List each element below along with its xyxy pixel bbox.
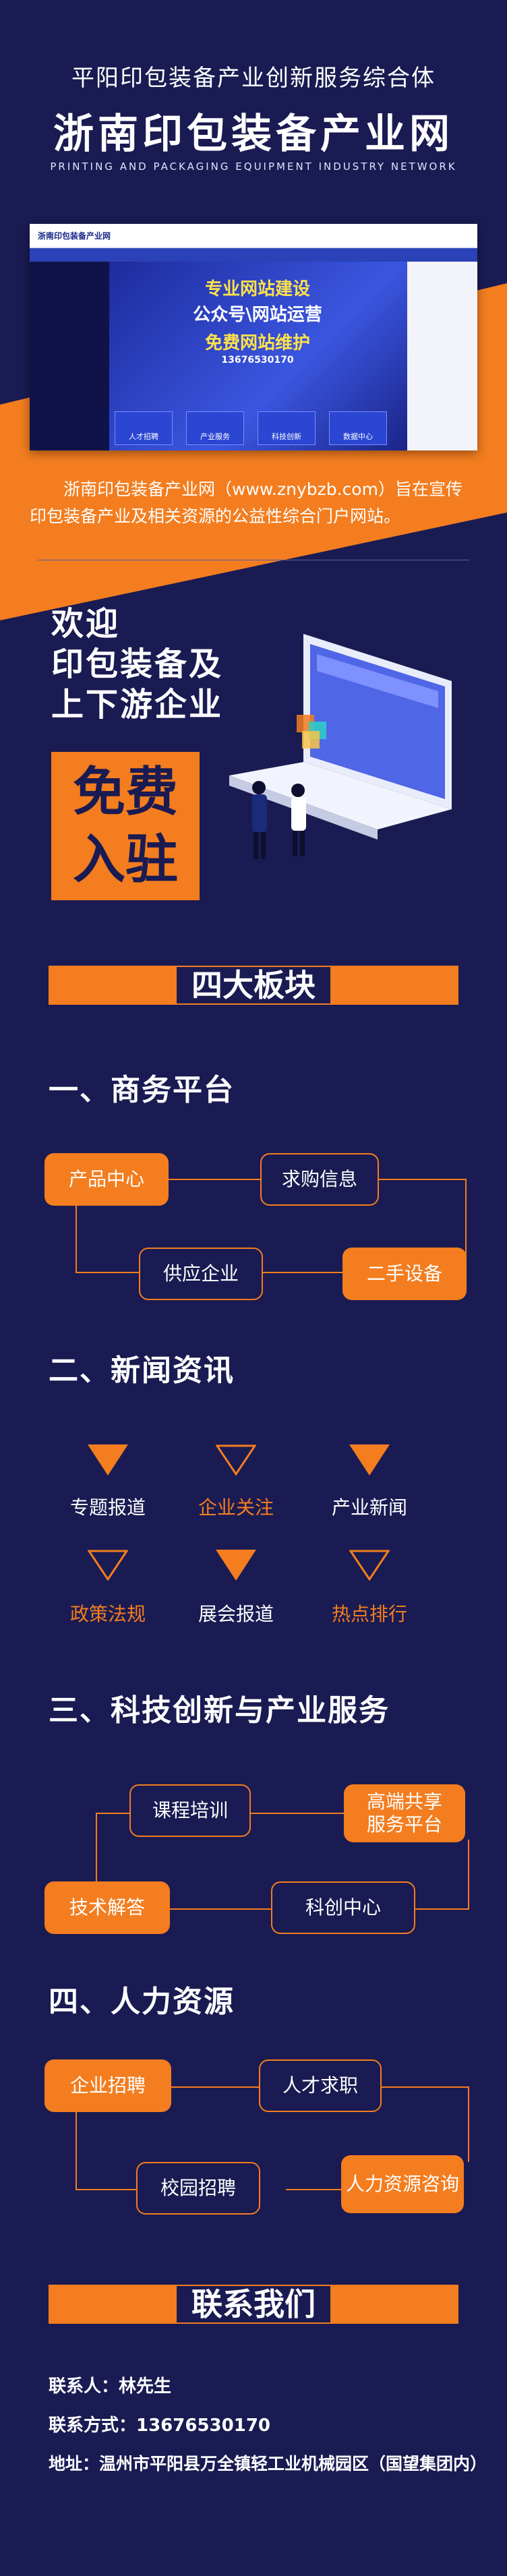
connector [76,2189,163,2190]
site-banner: 专业网站建设 公众号\网站运营 免费网站维护 13676530170 人才招聘 … [109,262,407,450]
tech-answers-button[interactable]: 技术解答 [44,1881,170,1934]
contact-address: 地址：温州市平阳县万全镇轻工业机械园区（国望集团内） [49,2454,487,2473]
four-blocks-banner: 四大板块 [0,966,507,1005]
connector [170,1908,271,1910]
site-sidebar [30,262,109,450]
welcome-line-1: 欢迎 [51,605,121,643]
policy-link[interactable]: 政策法规 [69,1603,146,1625]
intro-paragraph: 浙南印包装备产业网（www.znybzb.com）旨在宣传印包装备产业及相关资源… [30,479,463,526]
connector [171,2086,259,2088]
free-line-2: 入驻 [72,829,178,890]
banner-line-1: 专业网站建设 [204,279,310,299]
connector [382,2086,469,2162]
triangle-down-icon [349,1444,390,1475]
contact-heading: 联系我们 [0,2285,507,2324]
free-entry-badge: 免费 入驻 [51,752,200,900]
industry-news-link[interactable]: 产业新闻 [331,1496,407,1519]
topic-report-link[interactable]: 专题报道 [69,1496,146,1519]
shared-service-platform-button[interactable]: 高端共享服务平台 [344,1784,465,1842]
site-header: 浙南印包装备产业网 [30,224,477,248]
banner-tile[interactable]: 产业服务 [186,411,244,445]
section-1-title: 一、商务平台 [49,1073,235,1107]
course-training-button[interactable]: 课程培训 [129,1784,251,1837]
banner-tile[interactable]: 数据中心 [329,411,387,445]
contact-phone: 联系方式：13676530170 [49,2416,270,2436]
banner-line-2: 公众号\网站运营 [193,305,322,325]
section-4-title: 四、人力资源 [49,1985,235,2019]
hr-consulting-button[interactable]: 人力资源咨询 [341,2155,464,2213]
banner-tile[interactable]: 人才招聘 [115,411,173,445]
triangle-down-icon [88,1444,128,1475]
connector [286,2189,344,2190]
campus-recruit-button[interactable]: 校园招聘 [136,2162,260,2215]
banner-phone: 13676530170 [221,355,294,365]
connector [76,1179,77,1273]
contact-banner: 联系我们 [0,2285,507,2324]
section-2-title: 二、新闻资讯 [49,1353,235,1388]
connector [251,1813,344,1814]
website-screenshot: 浙南印包装备产业网 专业网站建设 公众号\网站运营 免费网站维护 1367653… [30,224,477,450]
connector [96,1813,97,1900]
triangle-down-outline-icon [88,1550,128,1581]
header-english-title: PRINTING AND PACKAGING EQUIPMENT INDUSTR… [50,160,457,173]
contact-person: 联系人：林先生 [49,2376,172,2397]
site-nav-bar [30,248,477,262]
free-line-1: 免费 [72,762,178,823]
connector [379,1179,467,1273]
laptop-illustration [229,634,452,859]
four-blocks-heading: 四大板块 [0,966,507,1005]
welcome-line-2: 印包装备及 [51,645,224,683]
connector [169,1179,260,1180]
site-logo-text: 浙南印包装备产业网 [38,231,111,241]
banner-tile[interactable]: 科技创新 [258,411,316,445]
header-title: 浙南印包装备产业网 [53,111,454,158]
hot-ranking-link[interactable]: 热点排行 [331,1603,407,1625]
job-seeking-button[interactable]: 人才求职 [259,2059,382,2112]
banner-line-3: 免费网站维护 [204,333,310,353]
triangle-down-outline-icon [216,1444,256,1475]
enterprise-focus-link[interactable]: 企业关注 [198,1496,274,1519]
four-blocks-text: 四大板块 [177,967,330,1003]
connector [415,1840,469,1910]
exhibition-report-link[interactable]: 展会报道 [198,1603,274,1625]
welcome-line-3: 上下游企业 [51,686,224,724]
site-right-panel [407,262,477,450]
supplier-button[interactable]: 供应企业 [139,1248,263,1300]
contact-heading-text: 联系我们 [177,2286,330,2322]
section-3-title: 三、科技创新与产业服务 [49,1693,390,1728]
triangle-down-icon [216,1550,256,1581]
product-center-button[interactable]: 产品中心 [44,1153,169,1206]
header-subtitle: 平阳印包装备产业创新服务综合体 [71,65,436,92]
used-equipment-button[interactable]: 二手设备 [342,1248,467,1300]
innovation-center-button[interactable]: 科创中心 [271,1881,415,1934]
connector [76,2099,77,2190]
purchase-info-button[interactable]: 求购信息 [260,1153,379,1206]
enterprise-recruit-button[interactable]: 企业招聘 [44,2059,171,2112]
connector [96,1813,129,1814]
triangle-down-outline-icon [349,1550,390,1581]
